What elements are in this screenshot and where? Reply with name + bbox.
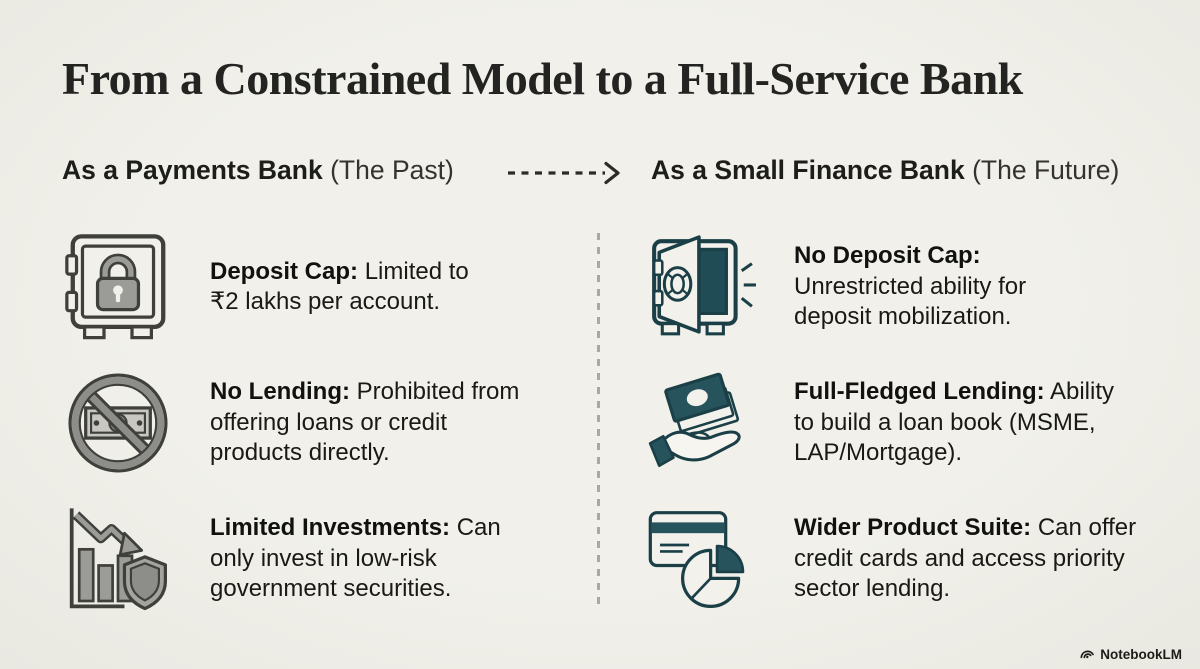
list-item-deposit-cap: Deposit Cap: Limited to ₹2 lakhs per acc…	[62, 226, 495, 348]
locked-safe-icon	[62, 231, 174, 343]
column-divider-dashed-line	[597, 233, 600, 605]
list-item-limited-investments: Limited Investments: Can only invest in …	[62, 498, 520, 620]
notebooklm-logo-icon	[1080, 650, 1095, 659]
list-item-text: Wider Product Suite: Can offer credit ca…	[794, 514, 1137, 603]
list-item-text: Deposit Cap: Limited to ₹2 lakhs per acc…	[210, 257, 469, 316]
list-item-no-lending: No Lending: Prohibited from offering loa…	[62, 362, 540, 484]
open-vault-icon	[646, 231, 758, 343]
hand-receiving-money-icon	[646, 367, 758, 479]
brand-label: NotebookLM	[1100, 646, 1182, 662]
dashed-arrow-right-icon	[508, 161, 620, 185]
list-item-wider-product-suite: Wider Product Suite: Can offer credit ca…	[646, 498, 1146, 620]
left-header-bold: As a Payments Bank	[62, 155, 323, 185]
list-item-text: Limited Investments: Can only invest in …	[210, 514, 501, 603]
left-column-header: As a Payments Bank (The Past)	[62, 155, 454, 186]
right-header-qualifier: (The Future)	[972, 155, 1120, 185]
list-item-full-fledged-lending: Full-Fledged Lending: Ability to build a…	[646, 362, 1124, 484]
right-header-bold: As a Small Finance Bank	[651, 155, 965, 185]
list-item-text: Full-Fledged Lending: Ability to build a…	[794, 378, 1115, 467]
no-lending-prohibited-icon	[62, 367, 174, 479]
page-title: From a Constrained Model to a Full-Servi…	[62, 53, 1023, 104]
notebooklm-watermark: NotebookLM	[1079, 646, 1182, 662]
left-header-qualifier: (The Past)	[330, 155, 454, 185]
list-item-text: No Lending: Prohibited from offering loa…	[210, 378, 520, 467]
right-column-header: As a Small Finance Bank (The Future)	[651, 155, 1119, 186]
list-item-text: No Deposit Cap: Unrestricted ability for…	[794, 242, 1027, 331]
list-item-no-deposit-cap: No Deposit Cap: Unrestricted ability for…	[646, 226, 1079, 348]
declining-chart-shield-icon	[62, 503, 174, 615]
credit-card-pie-chart-icon	[646, 503, 758, 615]
